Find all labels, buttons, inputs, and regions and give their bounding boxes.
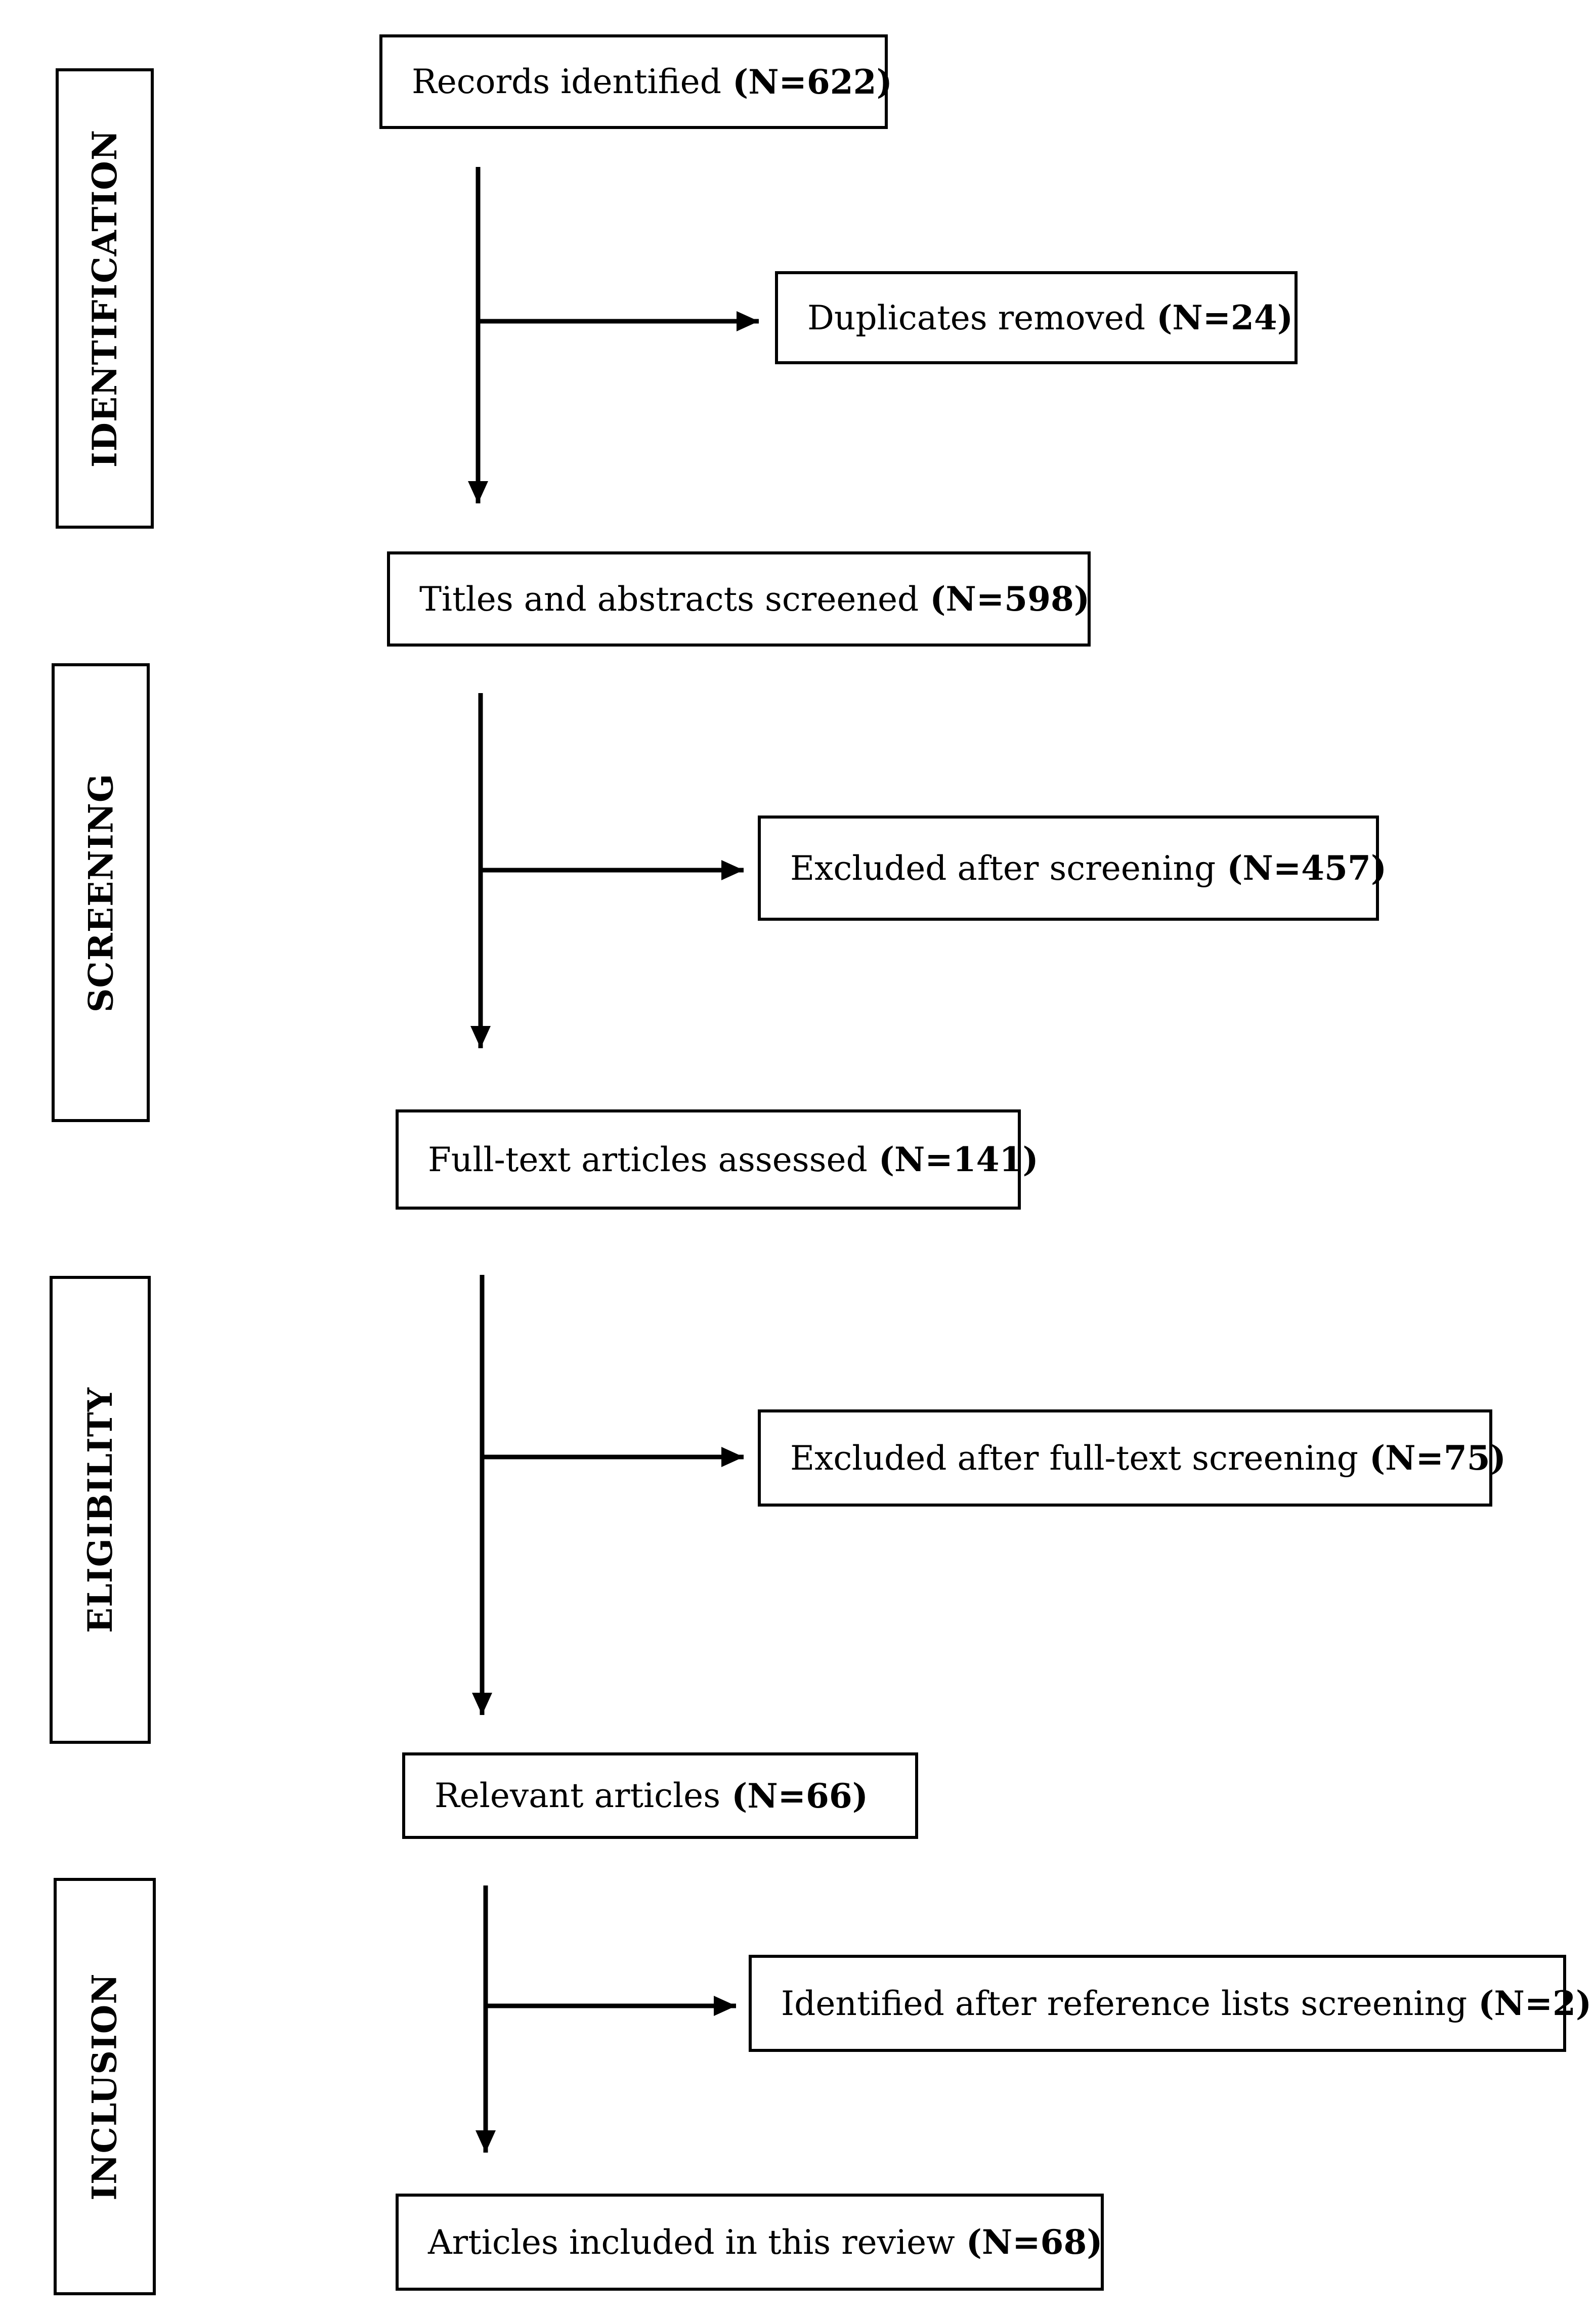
node-fulltext-assessed-count: (N=141) [878, 1140, 1039, 1179]
node-titles-abstracts-screened: Titles and abstracts screened (N=598) [387, 551, 1091, 647]
node-excluded-after-fulltext-label: Excluded after full-text screening [790, 1438, 1359, 1478]
node-articles-included: Articles included in this review (N=68) [396, 2194, 1104, 2291]
phase-eligibility: ELIGIBILITY [50, 1276, 151, 1744]
node-excluded-after-screening-label: Excluded after screening [790, 848, 1216, 888]
node-records-identified: Records identified (N=622) [379, 34, 892, 129]
node-identified-reference-lists-count: (N=2) [1478, 1984, 1592, 2023]
phase-inclusion: INCLUSION [54, 1878, 156, 2295]
node-titles-abstracts-screened-label: Titles and abstracts screened [419, 579, 919, 619]
node-relevant-articles-count: (N=66) [731, 1776, 869, 1816]
node-articles-included-count: (N=68) [966, 2222, 1103, 2262]
node-fulltext-assessed: Full-text articles assessed (N=141) [396, 1109, 1039, 1210]
node-identified-reference-lists: Identified after reference lists screeni… [749, 1955, 1591, 2052]
node-fulltext-assessed-label: Full-text articles assessed [428, 1140, 868, 1179]
node-excluded-after-fulltext-count: (N=75) [1369, 1438, 1506, 1478]
node-relevant-articles: Relevant articles (N=66) [402, 1752, 918, 1839]
node-excluded-after-screening-count: (N=457) [1227, 848, 1387, 888]
node-duplicates-removed: Duplicates removed (N=24) [775, 271, 1298, 364]
node-excluded-after-fulltext: Excluded after full-text screening (N=75… [758, 1409, 1506, 1507]
node-identified-reference-lists-label: Identified after reference lists screeni… [781, 1984, 1468, 2023]
node-duplicates-removed-count: (N=24) [1156, 298, 1293, 337]
node-relevant-articles-label: Relevant articles [435, 1776, 721, 1815]
node-records-identified-label: Records identified [412, 62, 721, 101]
node-duplicates-removed-label: Duplicates removed [807, 298, 1146, 337]
node-articles-included-label: Articles included in this review [428, 2222, 955, 2262]
node-records-identified-count: (N=622) [732, 62, 892, 102]
phase-screening: SCREENING [52, 663, 150, 1122]
node-excluded-after-screening: Excluded after screening (N=457) [758, 816, 1387, 921]
phase-identification: IDENTIFICATION [56, 68, 154, 529]
node-titles-abstracts-screened-count: (N=598) [930, 579, 1090, 619]
